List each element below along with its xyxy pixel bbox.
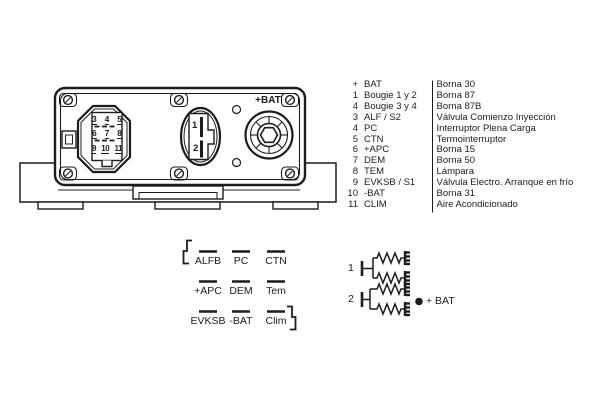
legend-row: 1 Bougie 1 y 2 Borna 87 [340,89,595,102]
legend-label: PC [364,122,378,134]
legend-pin: 4 [352,100,358,112]
connector-2pin-label-1: 1 [192,120,198,131]
bat-node-dot [415,297,423,306]
terminal-label-bat-minus: -BAT [229,314,253,327]
pin-3: 3 [92,114,97,125]
legend-desc: Borna 15 [436,144,476,156]
pin-legend-table: + BAT Borna 30 1 Bougie 1 y 2 Borna 87 4 Boug… [340,79,595,211]
connector-11pin-row-3: 9 10 11 [92,144,123,154]
legend-row: 3 ALF / S2 Válvula Comienzo Inyección [340,111,595,124]
legend-row: 10 -BAT Borna 31 [340,188,595,200]
legend-pin: 10 [347,188,358,200]
terminal-label-clim: Clim [265,314,287,327]
bat-stud-label: +BAT [255,95,281,106]
legend-row: + BAT Borna 30 [340,79,595,91]
connector-11pin-row-2: 6 7 8 [92,129,122,139]
legend-label: Bougie 3 y 4 [364,100,417,112]
legend-desc: Borna 87 [436,89,476,101]
legend-pin: 9 [352,177,358,189]
stud-nut-hexagon [259,126,279,144]
legend-desc: Borna 31 [436,188,476,200]
terminal-label-evksb: EVKSB [190,314,226,327]
terminal-label-apc: +APC [194,284,222,297]
legend-desc: Borna 50 [436,155,476,167]
legend-pin: 6 [352,144,358,156]
keying-mark-left [182,239,192,265]
terminal-label-dem: DEM [229,284,253,297]
screw-fasteners [58,92,300,181]
legend-pin: 7 [352,155,358,167]
connector-2pin [179,106,222,167]
bat-stud-terminal [244,110,294,160]
pin-5: 5 [117,114,122,125]
legend-desc: Borna 87B [436,100,482,112]
legend-label: BAT [364,79,382,90]
terminal-label-alfb: ALFB [194,254,222,267]
connector-11pin [61,104,132,174]
legend-pin: 1 [352,89,358,101]
legend-desc: Lámpara [436,166,475,178]
glow-plug-combs [403,251,410,317]
keying-mark-right [287,305,297,331]
legend-label: TEM [364,166,385,178]
pin-slots [94,125,115,142]
terminal-label-tem: Tem [266,284,286,297]
legend-pin: 5 [352,133,358,145]
pin-6: 6 [92,128,97,139]
legend-pin: 8 [352,166,358,178]
legend-label: EVKSB / S1 [364,177,416,189]
legend-pin: 4 [352,122,358,134]
schematic-bat-label: + BAT [426,295,455,307]
legend-pin: 11 [348,198,358,210]
terminal-blades [199,250,285,313]
connector-11pin-row-1: 3 4 5 [92,115,122,125]
legend-row: 9 EVKSB / S1 Válvula Electro. Arranque en … [340,177,595,189]
legend-label: Bougie 1 y 2 [364,89,417,101]
pin-9: 9 [92,144,96,154]
legend-desc: Interruptor Plena Carga [436,122,536,134]
legend-row: 8 TEM Lámpara [340,166,595,178]
keying-tab [61,130,77,149]
legend-row: 7 DEM Borna 50 [340,155,595,167]
housing-hole-bottom [231,157,242,168]
terminal-label-ctn: CTN [265,254,287,267]
legend-desc: Aire Acondicionado [436,198,518,210]
legend-desc: Válvula Comienzo Inyección [436,111,556,123]
legend-desc: Termointerruptor [436,133,507,145]
legend-label: CLIM [364,198,387,210]
legend-label: ALF / S2 [364,111,401,123]
legend-row: 4 PC Interruptor Plena Carga [340,122,595,135]
pin-4: 4 [104,114,110,125]
legend-label: CTN [364,133,384,145]
connector-2pin-label-2: 2 [193,143,199,154]
housing-hole-top [231,104,242,115]
schematic-terminal-2-label: 2 [348,293,354,305]
legend-desc: Válvula Electro. Arranque en frío [436,177,574,189]
schematic-terminal-1-label: 1 [348,262,354,274]
pin-11: 11 [114,144,123,154]
terminal-label-pc: PC [233,254,249,267]
legend-label: DEM [364,155,386,167]
legend-pin: + [352,79,358,90]
legend-label: +APC [364,144,390,156]
legend-row: 5 CTN Termointerruptor [340,133,595,146]
glow-plug-schematic [360,250,423,317]
pin-8: 8 [117,128,122,139]
legend-pin: 3 [352,111,358,123]
rail-clip [58,185,300,200]
legend-row: 4 Bougie 3 y 4 Borna 87B [340,100,595,113]
pin-7: 7 [104,128,110,139]
legend-row: 11 CLIM Aire Acondicionado [340,198,595,211]
legend-label: -BAT [364,188,385,200]
pin-10: 10 [101,144,110,154]
legend-desc: Borna 30 [436,79,476,90]
legend-row: 6 +APC Borna 15 [340,145,595,156]
